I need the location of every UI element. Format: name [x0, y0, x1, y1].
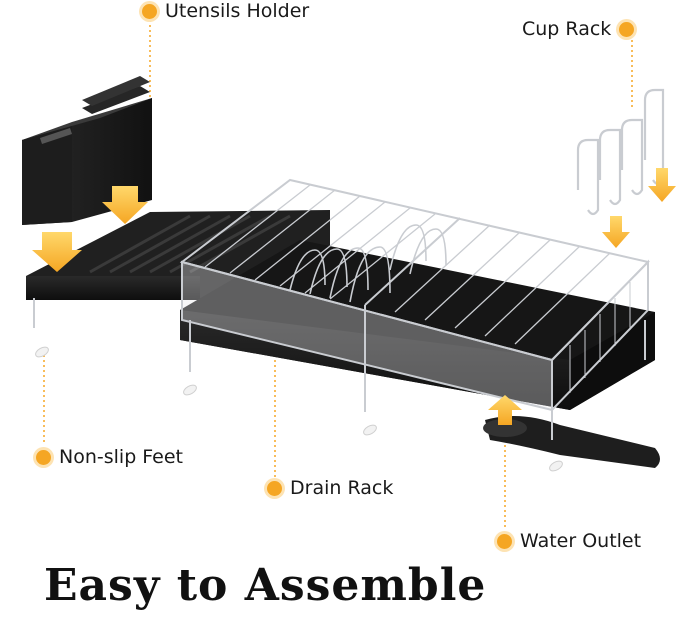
label-water-outlet: Water Outlet [520, 530, 642, 552]
label-cup-rack: Cup Rack [522, 18, 612, 40]
arrow-down-icon [102, 186, 148, 224]
callout-drain-rack: Drain Rack [267, 477, 393, 499]
leader-lines [43, 20, 633, 530]
label-drain-rack: Drain Rack [290, 477, 394, 499]
non-slip-feet-part [35, 346, 563, 472]
bullet-dot-icon [142, 3, 157, 19]
bullet-dot-icon [619, 21, 635, 37]
callout-non-slip-feet: Non-slip Feet [36, 446, 183, 468]
arrow-down-icon [602, 216, 630, 248]
bullet-dot-icon [267, 480, 282, 496]
cup-rack-part [576, 88, 665, 216]
arrow-up-icon [488, 395, 522, 425]
bullet-dot-icon [36, 449, 51, 465]
callout-cup-rack: Cup Rack [522, 18, 635, 40]
label-utensils-holder: Utensils Holder [165, 0, 310, 22]
drain-rack-part [33, 178, 650, 440]
callout-utensils-holder: Utensils Holder [142, 0, 309, 22]
arrow-down-icon [648, 168, 676, 202]
assembly-arrows [32, 168, 676, 425]
callout-water-outlet: Water Outlet [497, 530, 641, 552]
arrow-down-icon [32, 232, 82, 272]
headline: Easy to Assemble [44, 560, 487, 611]
bullet-dot-icon [497, 533, 512, 549]
label-non-slip-feet: Non-slip Feet [59, 446, 184, 468]
